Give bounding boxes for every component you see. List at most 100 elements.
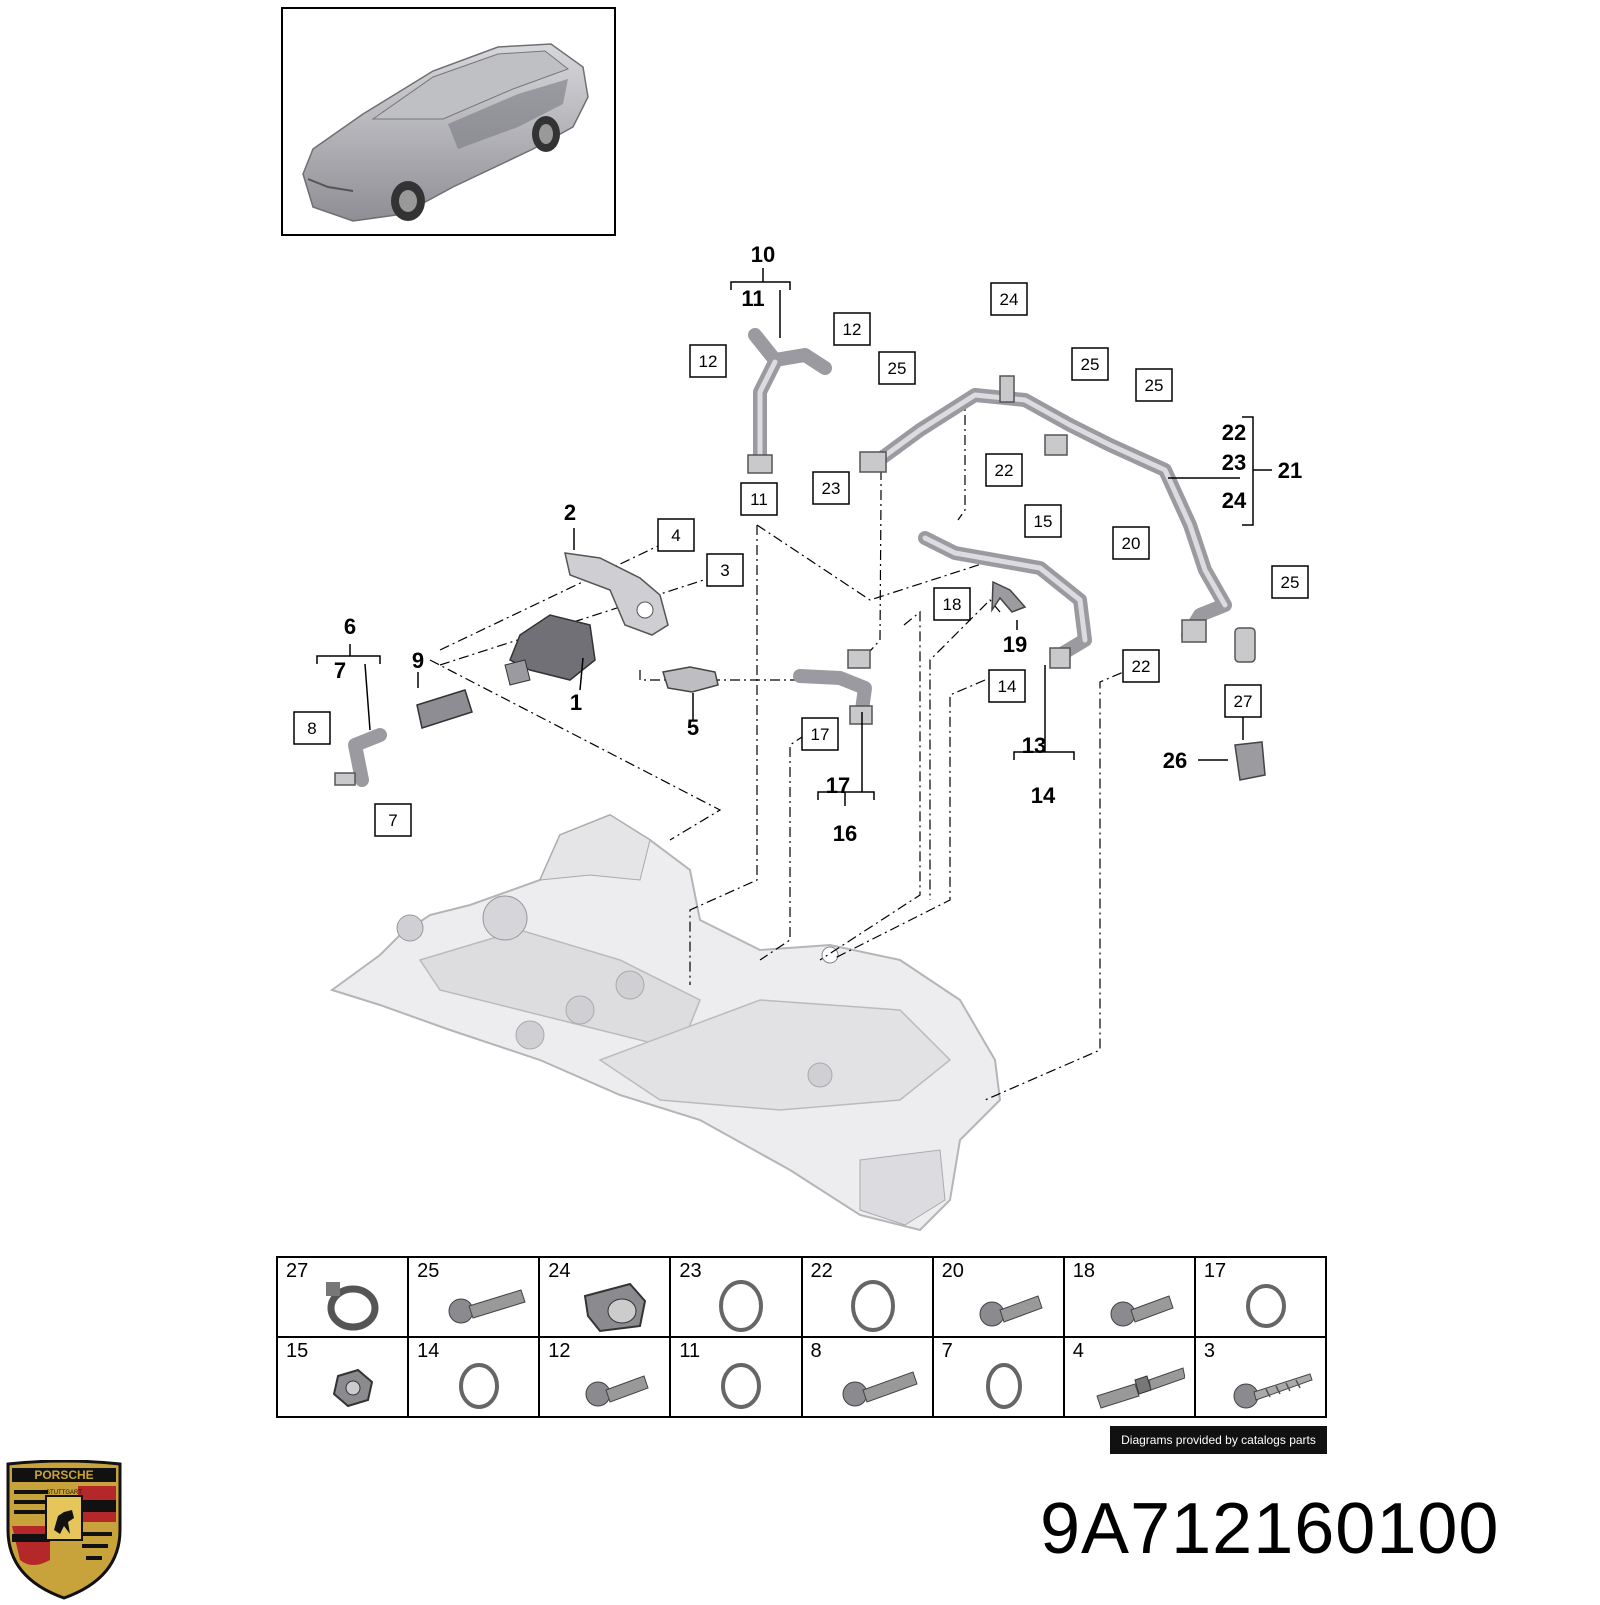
credit-banner: Diagrams provided by catalogs parts bbox=[1110, 1426, 1327, 1454]
legend-number: 7 bbox=[941, 1340, 953, 1362]
callout-11: 11 bbox=[741, 286, 764, 311]
elbow-6 bbox=[334, 728, 387, 787]
connector-5 bbox=[662, 666, 719, 693]
legend-cell: 18 bbox=[1062, 1256, 1196, 1338]
svg-text:20: 20 bbox=[1122, 534, 1141, 553]
legend-number: 20 bbox=[941, 1260, 964, 1282]
box-label-27: 27 bbox=[1224, 684, 1262, 718]
svg-text:25: 25 bbox=[1081, 355, 1100, 374]
box-label-18: 18 bbox=[933, 587, 971, 621]
box-label-12: 12 bbox=[833, 312, 871, 346]
hose-upper-right bbox=[859, 375, 1256, 663]
legend-number: 4 bbox=[1072, 1340, 1084, 1362]
box-label-3: 3 bbox=[706, 553, 744, 587]
legend-row: 15 14 12 11 8 7 4 3 bbox=[275, 1336, 1328, 1418]
svg-text:24: 24 bbox=[1000, 290, 1019, 309]
box-label-11: 11 bbox=[740, 482, 778, 516]
boxed-labels: 24 25 12 12 25 25 22 23 11 4 3 15 20 18 … bbox=[293, 282, 1309, 837]
legend-cell: 27 bbox=[275, 1256, 410, 1338]
connector-16 bbox=[793, 649, 873, 725]
legend-number: 14 bbox=[417, 1340, 440, 1362]
callout-16: 16 bbox=[833, 821, 857, 846]
svg-text:22: 22 bbox=[995, 461, 1014, 480]
callout-10: 10 bbox=[751, 242, 775, 267]
svg-text:STUTTGART: STUTTGART bbox=[46, 1490, 82, 1496]
pump-1 bbox=[504, 614, 596, 686]
stud-icon bbox=[1096, 1367, 1185, 1409]
legend-number: 12 bbox=[548, 1340, 571, 1362]
callout-14: 14 bbox=[1031, 783, 1056, 808]
legend-number: 18 bbox=[1072, 1260, 1095, 1282]
o-ring-icon bbox=[1245, 1284, 1286, 1328]
screw-icon bbox=[1233, 1373, 1313, 1409]
box-label-8: 8 bbox=[293, 711, 331, 745]
svg-text:12: 12 bbox=[699, 352, 718, 371]
box-label-24: 24 bbox=[990, 282, 1028, 316]
box-label-12: 12 bbox=[689, 344, 727, 378]
crest-icon: PORSCHE STUTTGART bbox=[6, 1459, 122, 1600]
svg-text:12: 12 bbox=[843, 320, 862, 339]
legend-cell: 15 bbox=[275, 1336, 410, 1418]
legend-number: 22 bbox=[810, 1260, 833, 1282]
bolt-icon bbox=[842, 1371, 918, 1407]
legend-row: 27 25 24 23 22 20 18 17 bbox=[275, 1256, 1328, 1338]
bolt-icon bbox=[448, 1289, 526, 1324]
svg-text:22: 22 bbox=[1132, 657, 1151, 676]
box-label-7: 7 bbox=[374, 803, 412, 837]
callout-26: 26 bbox=[1163, 748, 1187, 773]
o-ring-icon bbox=[719, 1280, 764, 1332]
hose-piece-9 bbox=[416, 689, 473, 729]
box-label-22: 22 bbox=[1122, 649, 1160, 683]
o-ring-icon bbox=[850, 1280, 895, 1332]
box-label-17: 17 bbox=[801, 717, 839, 751]
vehicle-thumbnail bbox=[281, 7, 616, 236]
callout-19: 19 bbox=[1003, 632, 1027, 657]
svg-text:25: 25 bbox=[1281, 573, 1300, 592]
svg-text:8: 8 bbox=[307, 719, 316, 738]
callout-6: 6 bbox=[344, 614, 356, 639]
callout-24: 24 bbox=[1222, 488, 1247, 513]
legend-cell: 25 bbox=[407, 1256, 541, 1338]
bolt-icon bbox=[585, 1375, 649, 1407]
legend-cell: 8 bbox=[800, 1336, 934, 1418]
svg-text:3: 3 bbox=[720, 561, 729, 580]
car-icon bbox=[302, 43, 589, 222]
box-label-25: 25 bbox=[1271, 565, 1309, 599]
legend-number: 17 bbox=[1203, 1260, 1227, 1282]
porsche-crest-logo: PORSCHE STUTTGART bbox=[2, 1459, 126, 1600]
callout-13: 13 bbox=[1022, 733, 1046, 758]
parts-legend-table: 27 25 24 23 22 20 18 17 15 14 12 11 8 7 bbox=[275, 1256, 1328, 1418]
legend-number: 3 bbox=[1203, 1340, 1215, 1362]
hose-middle-right bbox=[918, 531, 1092, 669]
bracket-19 bbox=[991, 580, 1027, 613]
callout-22: 22 bbox=[1222, 420, 1246, 445]
callout-21: 21 bbox=[1278, 458, 1302, 483]
o-ring-icon bbox=[721, 1363, 762, 1409]
hose-clamp-icon bbox=[326, 1282, 379, 1331]
svg-text:25: 25 bbox=[888, 359, 907, 378]
svg-text:11: 11 bbox=[750, 490, 768, 509]
box-label-25: 25 bbox=[1135, 368, 1173, 402]
legend-cell: 23 bbox=[669, 1256, 803, 1338]
legend-cell: 11 bbox=[669, 1336, 803, 1418]
callout-1: 1 bbox=[570, 690, 582, 715]
legend-number: 8 bbox=[810, 1340, 822, 1362]
box-label-14: 14 bbox=[988, 669, 1026, 703]
callout-23: 23 bbox=[1222, 450, 1246, 475]
box-label-15: 15 bbox=[1024, 504, 1062, 538]
legend-cell: 7 bbox=[931, 1336, 1065, 1418]
legend-number: 15 bbox=[286, 1340, 309, 1362]
svg-text:27: 27 bbox=[1234, 692, 1253, 711]
part-number-label: 9A712160100 bbox=[1040, 1489, 1500, 1569]
legend-cell: 14 bbox=[407, 1336, 541, 1418]
bracket-2 bbox=[564, 552, 669, 636]
box-label-20: 20 bbox=[1112, 526, 1150, 560]
bolt-icon bbox=[1110, 1295, 1174, 1327]
box-label-25: 25 bbox=[1071, 347, 1109, 381]
legend-number: 23 bbox=[679, 1260, 702, 1282]
legend-number: 25 bbox=[417, 1260, 440, 1282]
callout-17: 17 bbox=[826, 773, 850, 798]
svg-text:7: 7 bbox=[388, 811, 397, 830]
svg-text:4: 4 bbox=[671, 526, 680, 545]
